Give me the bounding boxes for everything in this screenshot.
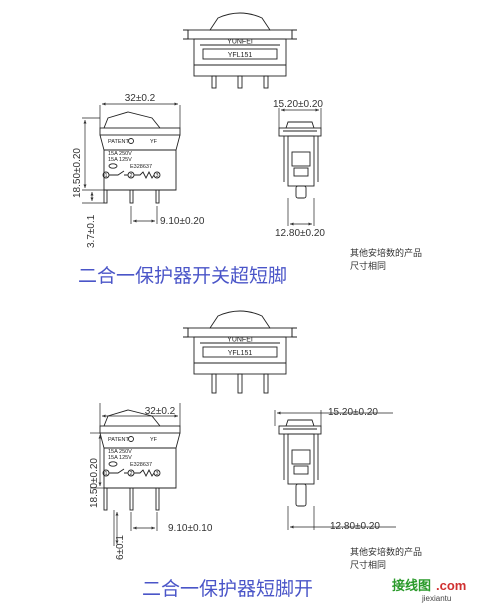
dim-pin-length: 6±0.1	[115, 535, 126, 560]
section-ultra-short-pins: YUNFEI YFL151 PATENT YF 15A 250V 15A 125…	[72, 12, 422, 287]
contact-2-label: 2	[130, 471, 133, 477]
section-short-pins: YUNFEI YFL151 PATENT YF 15A 250V 15A 125…	[89, 310, 422, 600]
rocker-outline	[103, 409, 161, 427]
circuit-schematic	[109, 468, 155, 478]
caption: 二合一保护器开关超短脚	[78, 265, 287, 287]
dim-end-bottom: 12.80±0.20	[275, 228, 325, 239]
contact-3-label: 3	[156, 471, 159, 477]
end-view	[274, 410, 396, 530]
rating-1: 15A 250V	[108, 449, 132, 455]
front-clip-left	[183, 327, 189, 338]
front-model: YFL151	[228, 350, 253, 357]
dim-end-bottom: 12.80±0.20	[330, 521, 380, 532]
note-line-2: 尺寸相同	[350, 559, 386, 570]
yf-mark: YF	[150, 437, 158, 443]
front-pin	[211, 373, 217, 394]
side-pin-2	[129, 487, 134, 511]
front-label-plate	[202, 48, 278, 60]
end-rocker	[285, 121, 315, 129]
front-pin	[263, 75, 269, 89]
watermark-site-url: jiexiantu	[421, 594, 451, 603]
circuit-schematic	[109, 170, 155, 180]
dim-height: 18.50±0.20	[72, 148, 83, 198]
patent-circle	[128, 138, 134, 144]
cert-symbol	[108, 163, 118, 169]
end-terminal	[293, 167, 309, 177]
note-line-1: 其他安培数的产品	[350, 247, 422, 258]
dim-pin-pitch: 9.10±0.20	[160, 216, 205, 227]
dim-end-top: 15.20±0.20	[328, 407, 378, 418]
front-pin	[237, 373, 243, 394]
contact-2-label: 2	[130, 173, 133, 179]
dimensions	[82, 102, 181, 224]
watermark: 接线图 .com jiexiantu	[392, 578, 466, 603]
dim-width: 32±0.2	[125, 93, 156, 104]
dimensions	[90, 403, 181, 546]
end-pin	[295, 185, 307, 199]
rocker-outline	[103, 111, 161, 129]
end-view	[278, 108, 322, 226]
rating-2: 15A 125V	[108, 455, 132, 461]
watermark-site-tld: .com	[436, 578, 466, 593]
dim-end-top: 15.20±0.20	[273, 99, 323, 110]
end-window	[291, 151, 311, 167]
rating-1: 15A 250V	[108, 151, 132, 157]
side-bezel	[99, 127, 181, 136]
front-view: YUNFEI YFL151	[183, 12, 297, 89]
patent-text: PATENT	[108, 437, 130, 443]
rocker-top	[209, 310, 271, 329]
rocker-top	[209, 12, 271, 31]
yf-mark: YF	[150, 139, 158, 145]
side-view: PATENT YF 15A 250V 15A 125V E328637 1 2 …	[99, 111, 181, 204]
side-pin-1	[103, 189, 108, 204]
side-view: PATENT YF 15A 250V 15A 125V E328637 1 2 …	[99, 409, 181, 511]
front-clip-right	[291, 29, 297, 40]
end-bezel	[278, 425, 322, 435]
front-pin	[237, 75, 243, 89]
caption: 二合一保护器短脚开	[142, 578, 313, 600]
side-pin-1	[103, 487, 108, 511]
end-terminal	[293, 465, 309, 475]
front-view: YUNFEI YFL151	[183, 310, 297, 394]
front-pin	[263, 373, 269, 394]
end-pin	[295, 483, 307, 507]
front-brand: YUNFEI	[227, 39, 253, 46]
patent-text: PATENT	[108, 139, 130, 145]
dim-pin-pitch: 9.10±0.10	[168, 523, 213, 534]
contact-1-label: 1	[105, 173, 108, 179]
side-body	[99, 134, 181, 191]
dim-width: 32±0.2	[145, 406, 176, 417]
front-pin	[211, 75, 217, 89]
cert-number: E328637	[130, 462, 152, 468]
end-window	[291, 449, 311, 465]
rating-2: 15A 125V	[108, 157, 132, 163]
end-rocker	[285, 419, 315, 427]
note-line-2: 尺寸相同	[350, 260, 386, 271]
contact-3-label: 3	[156, 173, 159, 179]
side-pin-3	[155, 189, 160, 204]
note-line-1: 其他安培数的产品	[350, 546, 422, 557]
side-pin-3	[155, 487, 160, 511]
front-clip-right	[291, 327, 297, 338]
front-model: YFL151	[228, 52, 253, 59]
side-body	[99, 432, 181, 489]
dim-pin-length: 3.7±0.1	[86, 214, 97, 248]
watermark-site-cn: 接线图	[392, 578, 431, 593]
side-pin-2	[129, 189, 134, 204]
end-bezel	[278, 127, 322, 137]
patent-circle	[128, 436, 134, 442]
cert-number: E328637	[130, 164, 152, 170]
side-bezel	[99, 425, 181, 434]
front-label-plate	[202, 346, 278, 358]
contact-1-label: 1	[105, 471, 108, 477]
cert-symbol	[108, 461, 118, 467]
dim-height: 18.50±0.20	[89, 458, 100, 508]
front-brand: YUNFEI	[227, 337, 253, 344]
front-clip-left	[183, 29, 189, 40]
